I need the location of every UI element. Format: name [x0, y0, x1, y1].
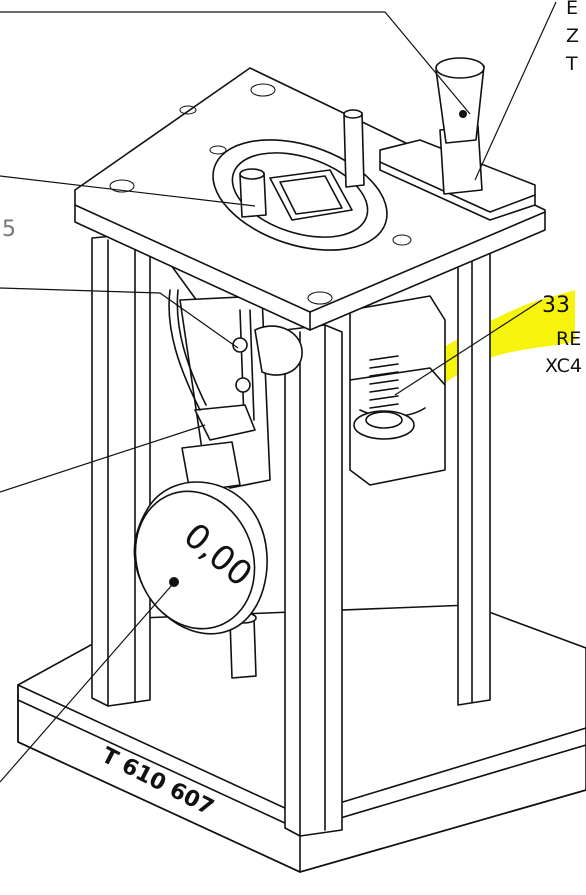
callout-spring-3: XC4: [545, 355, 582, 377]
callout-top-right-2: Z: [566, 25, 579, 47]
central-mechanism: [159, 243, 303, 493]
callout-top-right-3: T: [565, 53, 578, 75]
callout-spring-2: RE: [556, 328, 581, 350]
top-ring: [212, 139, 388, 251]
callout-top-right-1: E: [566, 0, 578, 19]
callout-spring-1: 33: [542, 293, 570, 318]
callout-left-mid: 5: [2, 217, 16, 242]
leader-lines: [0, 1, 557, 783]
handle-knob: [435, 57, 485, 195]
left-front-column: [91, 233, 151, 707]
top-posts: [239, 109, 365, 218]
spring-assembly: [349, 295, 446, 486]
right-front-column: [284, 324, 343, 837]
dial-gauge: [133, 481, 268, 679]
